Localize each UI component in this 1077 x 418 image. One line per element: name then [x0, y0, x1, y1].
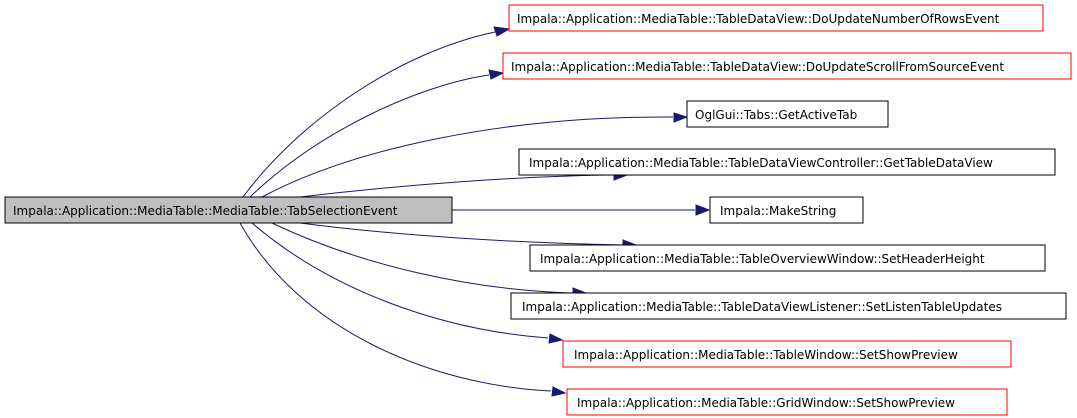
target-node-label: Impala::MakeString [720, 204, 836, 218]
edge-do-update-scroll-from-source [249, 69, 505, 198]
target-node-set-listen-table-updates[interactable]: Impala::Application::MediaTable::TableDa… [510, 292, 1067, 320]
edge-get-active-tab [261, 112, 689, 198]
target-node-box [510, 292, 1067, 320]
target-node-label: Impala::Application::MediaTable::TableWi… [574, 348, 958, 362]
edge-table-window-set-show-preview [251, 222, 564, 344]
target-node-box [502, 52, 1072, 80]
target-node-box [529, 244, 1046, 272]
target-node-label: Impala::Application::MediaTable::GridWin… [577, 396, 955, 410]
target-node-grid-window-set-show-preview[interactable]: Impala::Application::MediaTable::GridWin… [566, 388, 1008, 416]
target-node-box [566, 388, 1008, 416]
target-node-label: Impala::Application::MediaTable::TableDa… [517, 12, 1000, 26]
target-node-make-string[interactable]: Impala::MakeString [709, 196, 864, 224]
target-node-set-header-height[interactable]: Impala::Application::MediaTable::TableOv… [529, 244, 1046, 272]
target-node-box [518, 148, 1056, 176]
target-node-box [562, 340, 1012, 368]
target-node-do-update-scroll-from-source[interactable]: Impala::Application::MediaTable::TableDa… [502, 52, 1072, 80]
target-node-box [508, 4, 1044, 32]
target-node-box [686, 100, 889, 128]
target-node-label: OglGui::Tabs::GetActiveTab [695, 108, 857, 122]
target-node-label: Impala::Application::MediaTable::TableDa… [522, 300, 1002, 314]
source-node-label: Impala::Application::MediaTable::MediaTa… [13, 204, 398, 218]
edge-do-update-number-of-rows [242, 26, 511, 198]
edge-make-string [452, 204, 711, 216]
target-node-table-window-set-show-preview[interactable]: Impala::Application::MediaTable::TableWi… [562, 340, 1012, 368]
target-node-get-active-tab[interactable]: OglGui::Tabs::GetActiveTab [686, 100, 889, 128]
target-node-do-update-number-of-rows[interactable]: Impala::Application::MediaTable::TableDa… [508, 4, 1044, 32]
target-node-get-table-data-view[interactable]: Impala::Application::MediaTable::TableDa… [518, 148, 1056, 176]
edge-grid-window-set-show-preview [239, 222, 567, 397]
source-node-box [4, 196, 453, 224]
target-node-label: Impala::Application::MediaTable::TableOv… [540, 252, 985, 266]
target-node-box [709, 196, 864, 224]
source-node[interactable]: Impala::Application::MediaTable::MediaTa… [4, 196, 453, 224]
target-node-label: Impala::Application::MediaTable::TableDa… [511, 60, 1004, 74]
target-node-label: Impala::Application::MediaTable::TableDa… [529, 156, 993, 170]
